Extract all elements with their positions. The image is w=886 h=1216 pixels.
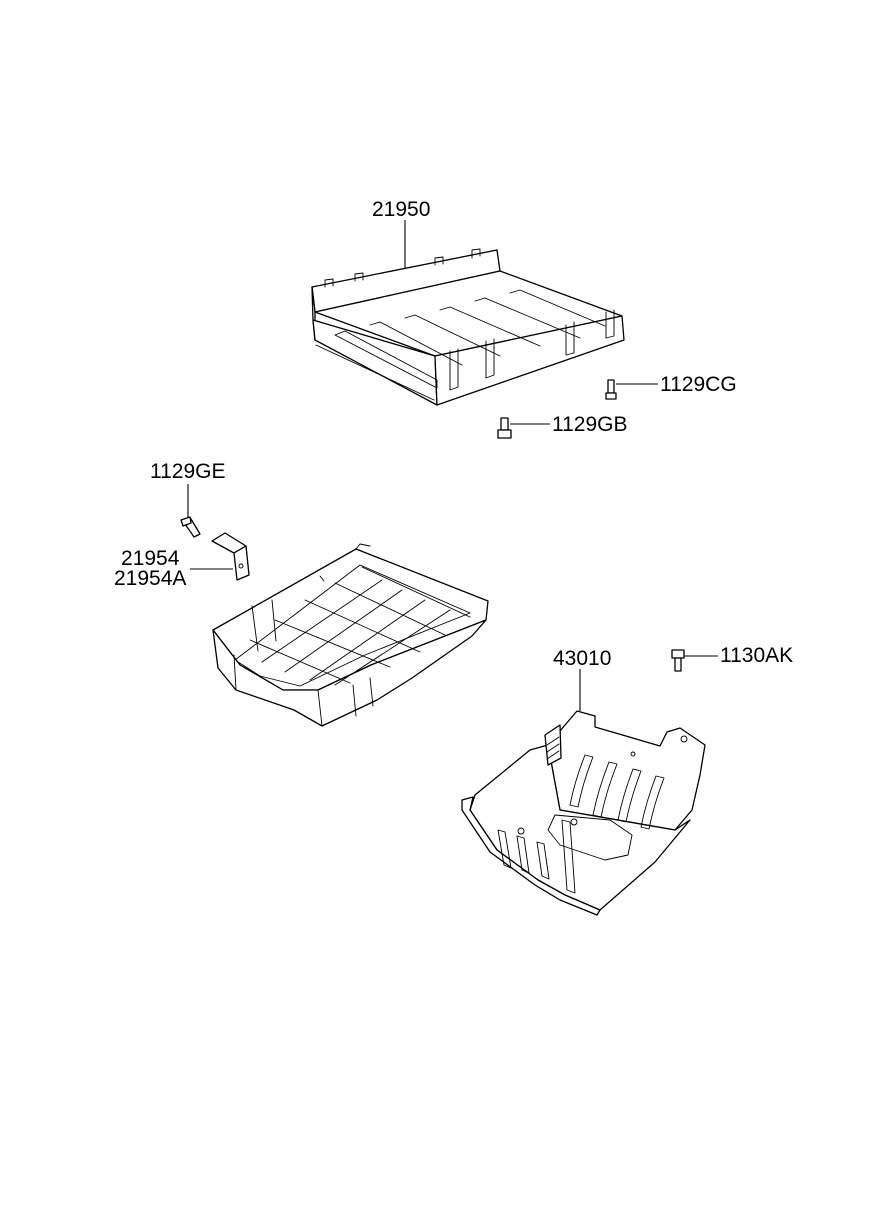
part-43010-guard[interactable] — [461, 710, 706, 916]
bolt-1129ge-icon[interactable] — [180, 516, 201, 538]
label-21954a: 21954A — [114, 567, 186, 590]
label-1129gb: 1129GB — [552, 413, 628, 436]
lower-skid-tray[interactable] — [212, 543, 489, 727]
label-21954: 21954 — [121, 547, 180, 570]
label-43010: 43010 — [553, 647, 611, 670]
part-21950-skid-plate[interactable] — [311, 248, 625, 406]
bolt-1129gb-icon[interactable] — [497, 417, 512, 439]
bracket-21954-icon[interactable] — [211, 532, 250, 581]
label-1129ge: 1129GE — [150, 460, 226, 483]
label-21950: 21950 — [372, 198, 430, 221]
bolt-1130ak-icon[interactable] — [671, 649, 685, 672]
label-1130ak: 1130AK — [720, 644, 793, 667]
label-1129cg: 1129CG — [660, 373, 737, 396]
bolt-1129cg-icon[interactable] — [605, 379, 617, 400]
